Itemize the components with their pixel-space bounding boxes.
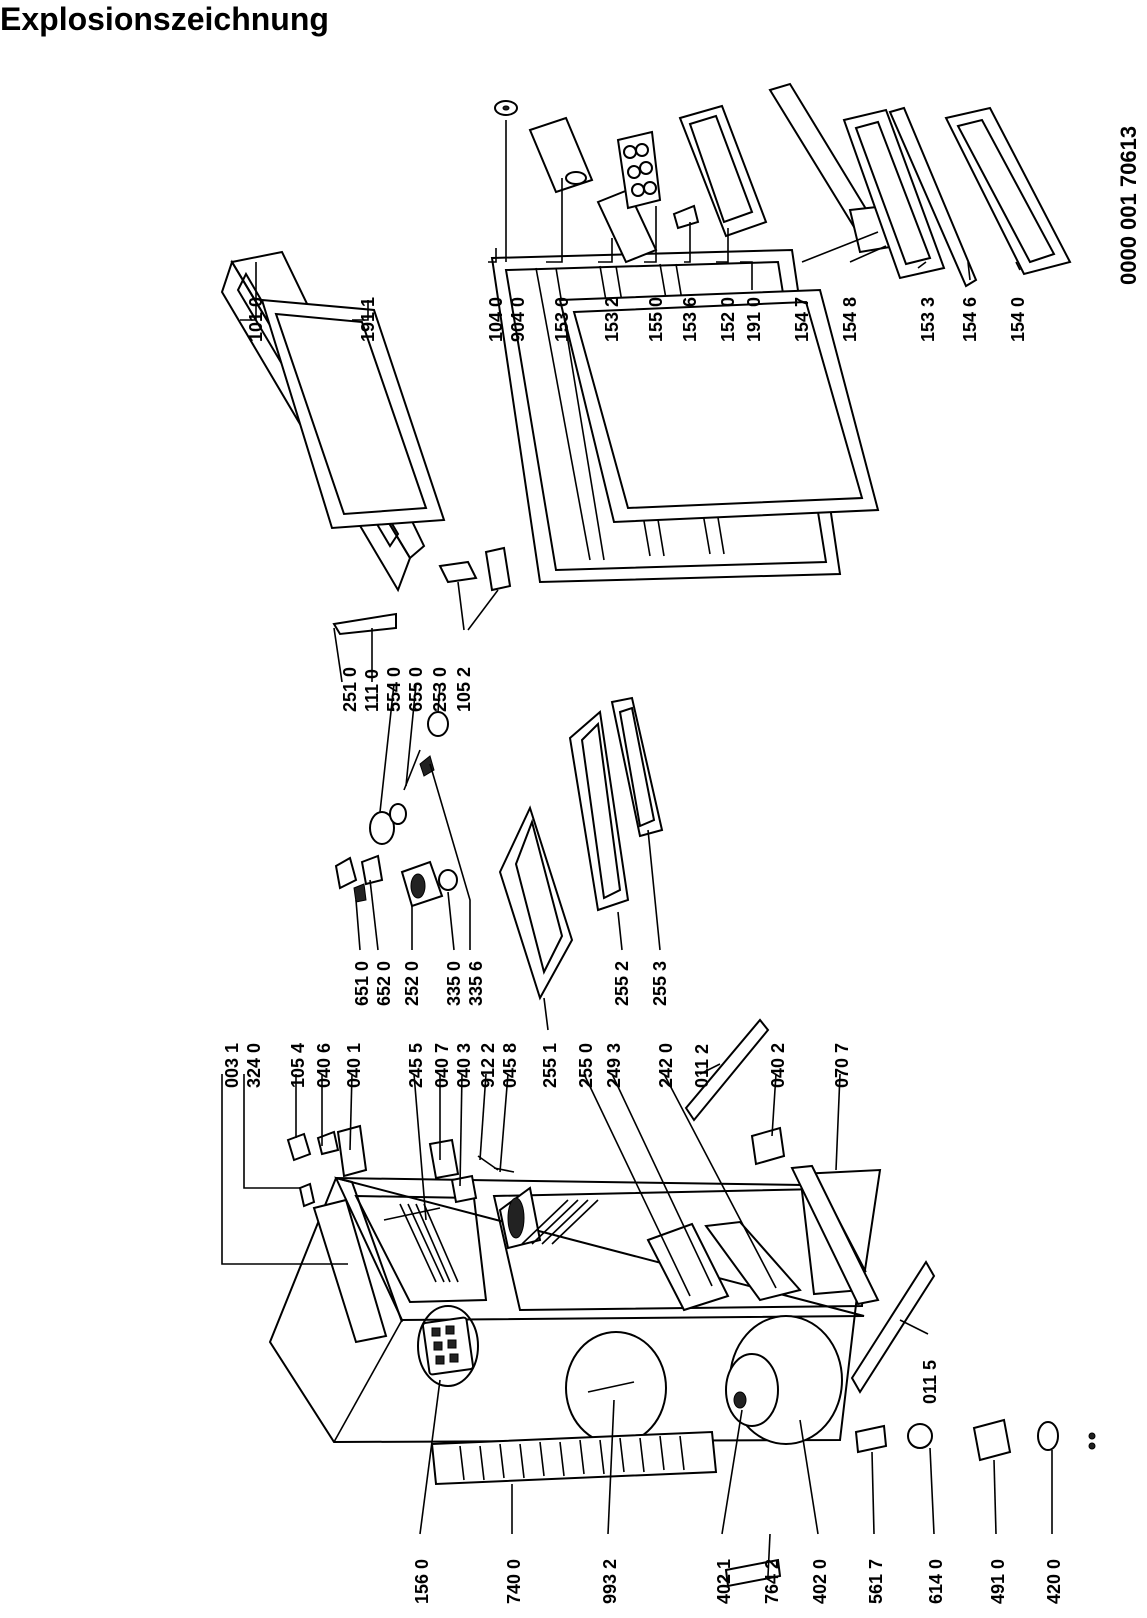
part-label: 101 0 — [246, 297, 266, 342]
part-label: 764 2 — [762, 1559, 782, 1604]
part-labels: 101 0 191 1 104 0 904 0 153 0 153 2 155 … — [222, 297, 1064, 1604]
part-label: 111 0 — [362, 669, 382, 712]
part-label: 993 2 — [600, 1559, 620, 1604]
document-number: 0000 001 70613 — [1116, 126, 1141, 285]
part-label: 491 0 — [988, 1559, 1008, 1604]
cabinet-body — [268, 1168, 882, 1445]
part-label: 652 0 — [374, 961, 394, 1006]
page-title: Explosionszeichnung — [0, 1, 329, 37]
glass-shelves — [498, 696, 664, 1001]
part-label: 420 0 — [1044, 1559, 1064, 1604]
part-label: 153 2 — [602, 297, 622, 342]
part-label: 912 2 — [478, 1043, 498, 1088]
fridge-door-gasket — [558, 288, 880, 524]
leader-lines — [221, 120, 1053, 1577]
door-accessories — [494, 82, 1072, 288]
part-label: 255 3 — [650, 961, 670, 1006]
part-label: 070 7 — [832, 1043, 852, 1088]
part-label: 614 0 — [926, 1559, 946, 1604]
freezer-door-gasket — [260, 298, 446, 530]
part-label: 554 0 — [384, 667, 404, 712]
part-label: 561 7 — [866, 1559, 886, 1604]
part-label: 153 6 — [680, 297, 700, 342]
part-label: 252 0 — [402, 961, 422, 1006]
part-label: 011 5 — [920, 1360, 940, 1404]
part-label: 402 0 — [810, 1559, 830, 1604]
part-label: 255 1 — [540, 1043, 560, 1088]
part-label: 105 4 — [288, 1043, 308, 1088]
part-label: 242 0 — [656, 1043, 676, 1088]
part-label: 740 0 — [504, 1559, 524, 1604]
part-label: 104 0 — [486, 297, 506, 342]
part-label: 402 1 — [714, 1559, 734, 1604]
small-loose-parts — [286, 1018, 1096, 1588]
part-label: 154 6 — [960, 297, 980, 342]
part-label: 105 2 — [454, 667, 474, 712]
part-label: 249 3 — [604, 1043, 624, 1088]
part-label: 651 0 — [352, 961, 372, 1006]
part-label: 045 8 — [500, 1043, 520, 1088]
door-hinge-parts — [332, 546, 512, 636]
part-label: 040 7 — [432, 1043, 452, 1088]
part-label: 904 0 — [508, 297, 528, 342]
condenser — [430, 1430, 718, 1486]
part-label: 155 0 — [646, 297, 666, 342]
part-label: 154 0 — [1008, 297, 1028, 342]
part-label: 191 1 — [358, 297, 378, 342]
part-label: 191 0 — [744, 297, 764, 342]
part-label: 153 3 — [918, 297, 938, 342]
part-label: 153 0 — [552, 297, 572, 342]
part-label: 156 0 — [412, 1559, 432, 1604]
part-label: 040 6 — [314, 1043, 334, 1088]
part-label: 335 0 — [444, 961, 464, 1006]
part-label: 152 0 — [718, 297, 738, 342]
part-label: 324 0 — [244, 1043, 264, 1088]
part-label: 253 0 — [430, 667, 450, 712]
part-label: 154 7 — [792, 297, 812, 342]
thermostat-parts — [334, 711, 458, 908]
part-label: 040 1 — [344, 1043, 364, 1088]
part-label: 255 2 — [612, 961, 632, 1006]
part-label: 255 0 — [576, 1043, 596, 1088]
part-label: 040 3 — [454, 1043, 474, 1088]
part-label: 335 6 — [466, 961, 486, 1006]
part-label: 251 0 — [340, 667, 360, 712]
part-label: 154 8 — [840, 297, 860, 342]
part-label: 011 2 — [692, 1044, 712, 1088]
part-label: 655 0 — [406, 667, 426, 712]
part-label: 003 1 — [222, 1043, 242, 1088]
part-label: 245 5 — [406, 1043, 426, 1088]
part-label: 040 2 — [768, 1043, 788, 1088]
